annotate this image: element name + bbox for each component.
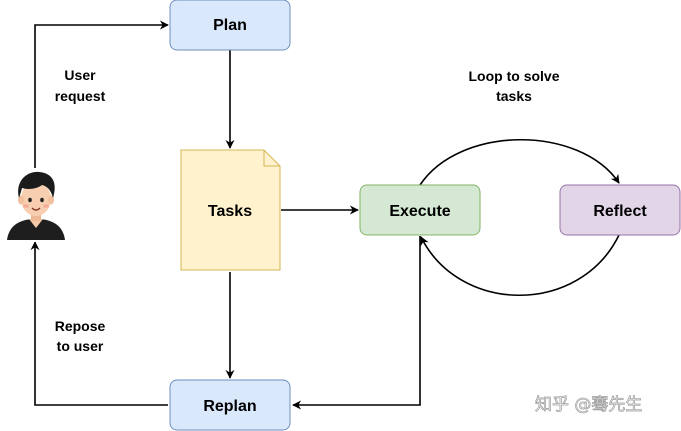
replan-node-label: Replan — [203, 398, 256, 415]
edge-user-to-plan — [34, 20, 169, 170]
tasks-node-folded-corner — [263, 150, 280, 167]
tasks-node-label: Tasks — [208, 203, 252, 220]
edge-reflect-to-execute — [420, 234, 620, 297]
edge-execute-to-replan — [292, 236, 421, 410]
plan-node-label: Plan — [213, 17, 247, 34]
user-request-label-line-2: request — [55, 88, 106, 104]
tasks-node[interactable]: Tasks — [180, 149, 281, 271]
watermark-text: 知乎 @骞先生 — [535, 394, 642, 415]
replan-node[interactable]: Replan — [169, 379, 291, 431]
reflect-node[interactable]: Reflect — [559, 184, 681, 236]
loop-label-line-1: Loop to solve — [469, 68, 560, 84]
edge-execute-to-reflect — [419, 139, 620, 186]
execute-node-label: Execute — [389, 203, 450, 220]
plan-node-box — [169, 0, 291, 51]
repose-label-line-1: Repose — [55, 318, 106, 334]
execute-node[interactable]: Execute — [359, 184, 481, 236]
replan-node-box — [169, 379, 291, 431]
repose-label-line-2: to user — [57, 338, 104, 354]
reflect-node-label: Reflect — [593, 203, 647, 220]
user-avatar-icon[interactable] — [0, 168, 70, 242]
execute-node-box — [359, 184, 481, 236]
tasks-node-document — [180, 149, 281, 271]
loop-label-line-2: tasks — [496, 88, 532, 104]
reflect-node-box — [559, 184, 681, 236]
user-request-label-line-1: User — [64, 67, 96, 83]
plan-node[interactable]: Plan — [169, 0, 291, 51]
edge-replan-to-user — [30, 241, 168, 406]
